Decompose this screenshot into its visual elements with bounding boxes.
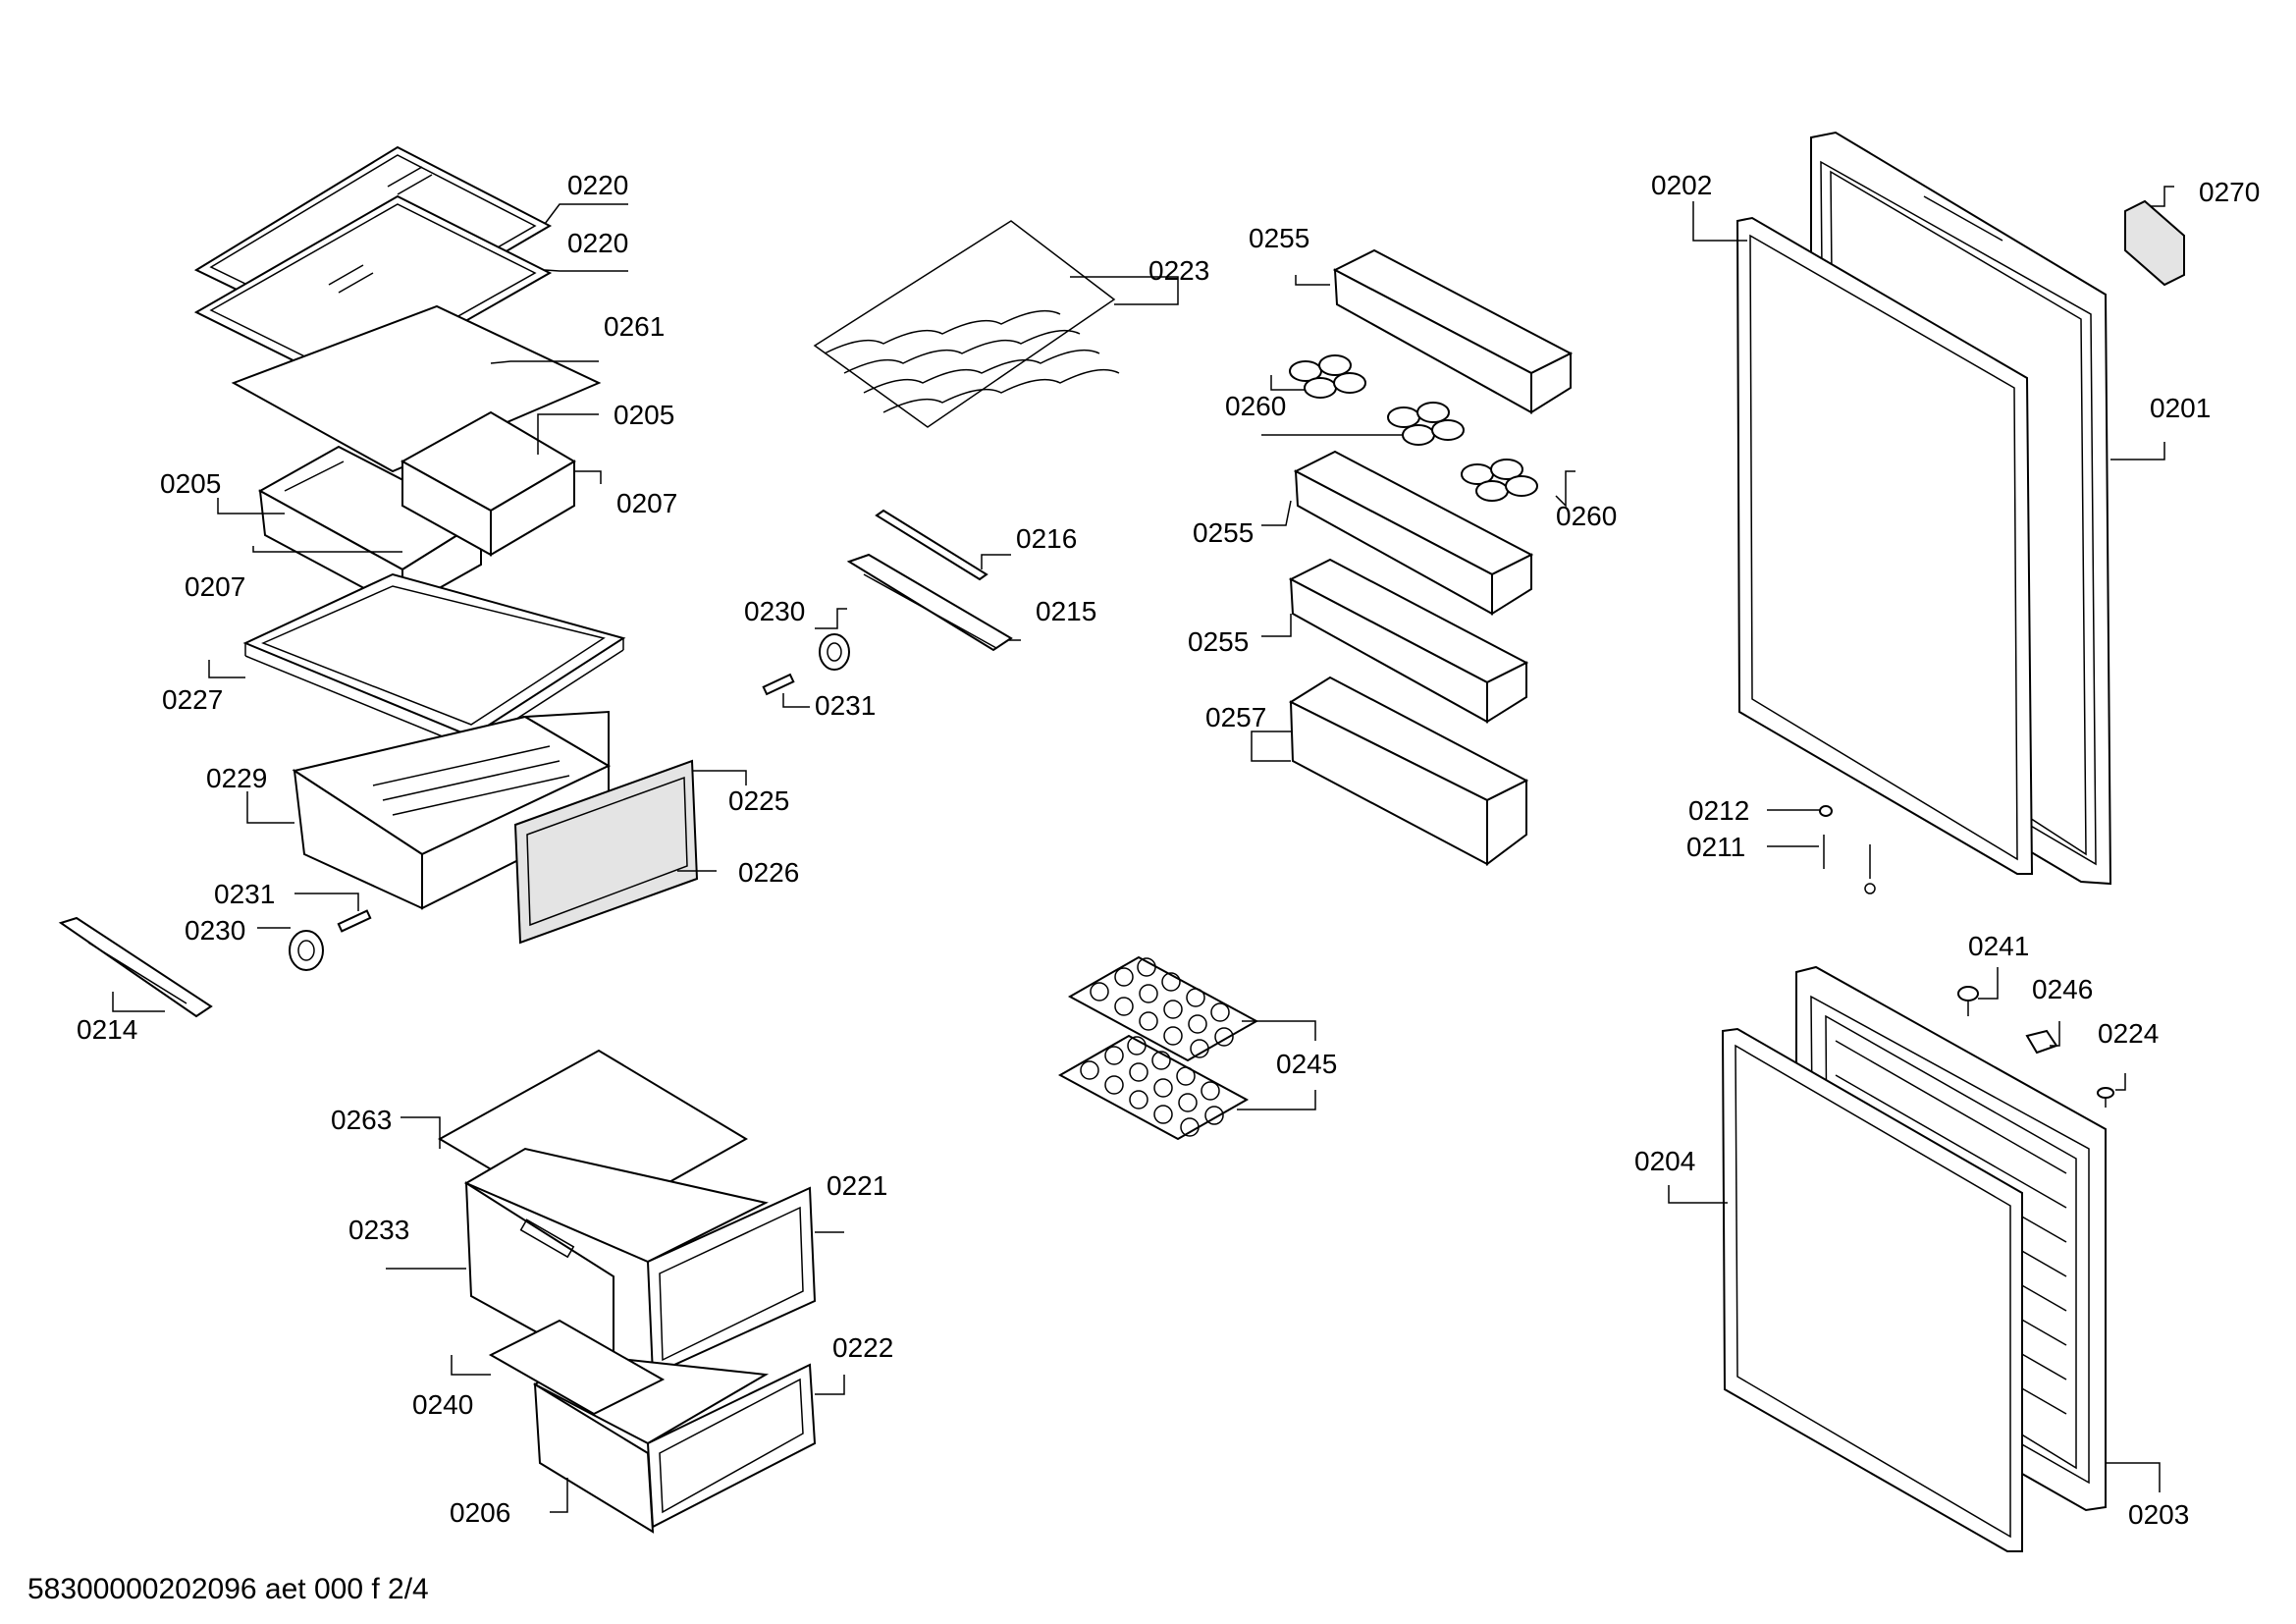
egg-tray-lower <box>1057 1034 1250 1141</box>
label-0233: 0233 <box>348 1215 409 1245</box>
label-0241: 0241 <box>1968 931 2029 961</box>
label-0261: 0261 <box>604 311 665 342</box>
freezer-door-gasket <box>1721 1027 2023 1552</box>
door-bin-1 <box>1332 248 1574 414</box>
label-0225: 0225 <box>728 785 789 816</box>
label-0229: 0229 <box>206 763 267 793</box>
leader-lines <box>112 186 2174 1513</box>
label-0206: 0206 <box>450 1497 510 1528</box>
wine-rack <box>813 220 1120 428</box>
label-0214: 0214 <box>77 1014 137 1045</box>
label-0255-a: 0255 <box>1249 223 1309 253</box>
label-0207-left: 0207 <box>185 571 245 602</box>
label-0220-b: 0220 <box>567 228 628 258</box>
label-0215: 0215 <box>1036 596 1096 626</box>
door-bin-4 <box>1288 676 1529 866</box>
hinge-bushing <box>1819 805 1876 894</box>
label-0204: 0204 <box>1634 1146 1695 1176</box>
label-0230-middle: 0230 <box>744 596 805 626</box>
label-0222: 0222 <box>832 1332 893 1363</box>
label-0216: 0216 <box>1016 523 1077 554</box>
label-0257: 0257 <box>1205 702 1266 732</box>
rail-guide-left <box>58 916 213 1018</box>
label-0203: 0203 <box>2128 1499 2189 1530</box>
label-0224: 0224 <box>2098 1018 2159 1049</box>
label-0270: 0270 <box>2199 177 2260 207</box>
shelf-rail-lower <box>846 553 1013 652</box>
label-0201: 0201 <box>2150 393 2211 423</box>
label-0260-b: 0260 <box>1556 501 1617 531</box>
egg-cup-set-1 <box>1289 354 1366 399</box>
fridge-door-gasket <box>1735 216 2034 875</box>
callout-labels: 0220 0220 0261 0205 0205 0207 0207 0227 … <box>77 170 2260 1530</box>
label-0260-a: 0260 <box>1225 391 1286 421</box>
egg-cup-set-3 <box>1461 459 1538 502</box>
label-0230-left: 0230 <box>185 915 245 946</box>
freezer-divider <box>488 1319 666 1416</box>
label-0207-right: 0207 <box>616 488 677 518</box>
label-0240: 0240 <box>412 1389 473 1420</box>
freezer-drawer-upper <box>463 1147 817 1377</box>
shelf-rail-upper <box>875 509 988 581</box>
label-0231-left: 0231 <box>214 879 275 909</box>
label-0226: 0226 <box>738 857 799 888</box>
crisper-box-right <box>400 410 576 557</box>
label-0212: 0212 <box>1688 795 1749 826</box>
egg-cup-set-2 <box>1387 402 1465 446</box>
label-0205-left: 0205 <box>160 468 221 499</box>
label-0245: 0245 <box>1276 1049 1337 1079</box>
label-0223: 0223 <box>1148 255 1209 286</box>
label-0255-b: 0255 <box>1193 517 1254 548</box>
label-0255-c: 0255 <box>1188 626 1249 657</box>
drawer-front-panel <box>513 759 699 945</box>
control-module <box>2124 199 2185 287</box>
document-footer: 58300000202096 aet 000 f 2/4 <box>27 1573 429 1605</box>
label-0263: 0263 <box>331 1105 392 1135</box>
egg-tray-upper <box>1067 955 1259 1062</box>
label-0220-a: 0220 <box>567 170 628 200</box>
roller-left <box>289 909 372 971</box>
roller-middle <box>762 633 850 696</box>
label-0227: 0227 <box>162 684 223 715</box>
label-0246: 0246 <box>2032 974 2093 1004</box>
door-bin-2 <box>1293 450 1534 616</box>
label-0231-middle: 0231 <box>815 690 876 721</box>
label-0211: 0211 <box>1686 832 1745 862</box>
shelf-cover-plate <box>231 304 602 473</box>
label-0221: 0221 <box>827 1170 887 1201</box>
label-0205-right: 0205 <box>614 400 674 430</box>
label-0202: 0202 <box>1651 170 1712 200</box>
door-bin-3 <box>1288 558 1529 724</box>
